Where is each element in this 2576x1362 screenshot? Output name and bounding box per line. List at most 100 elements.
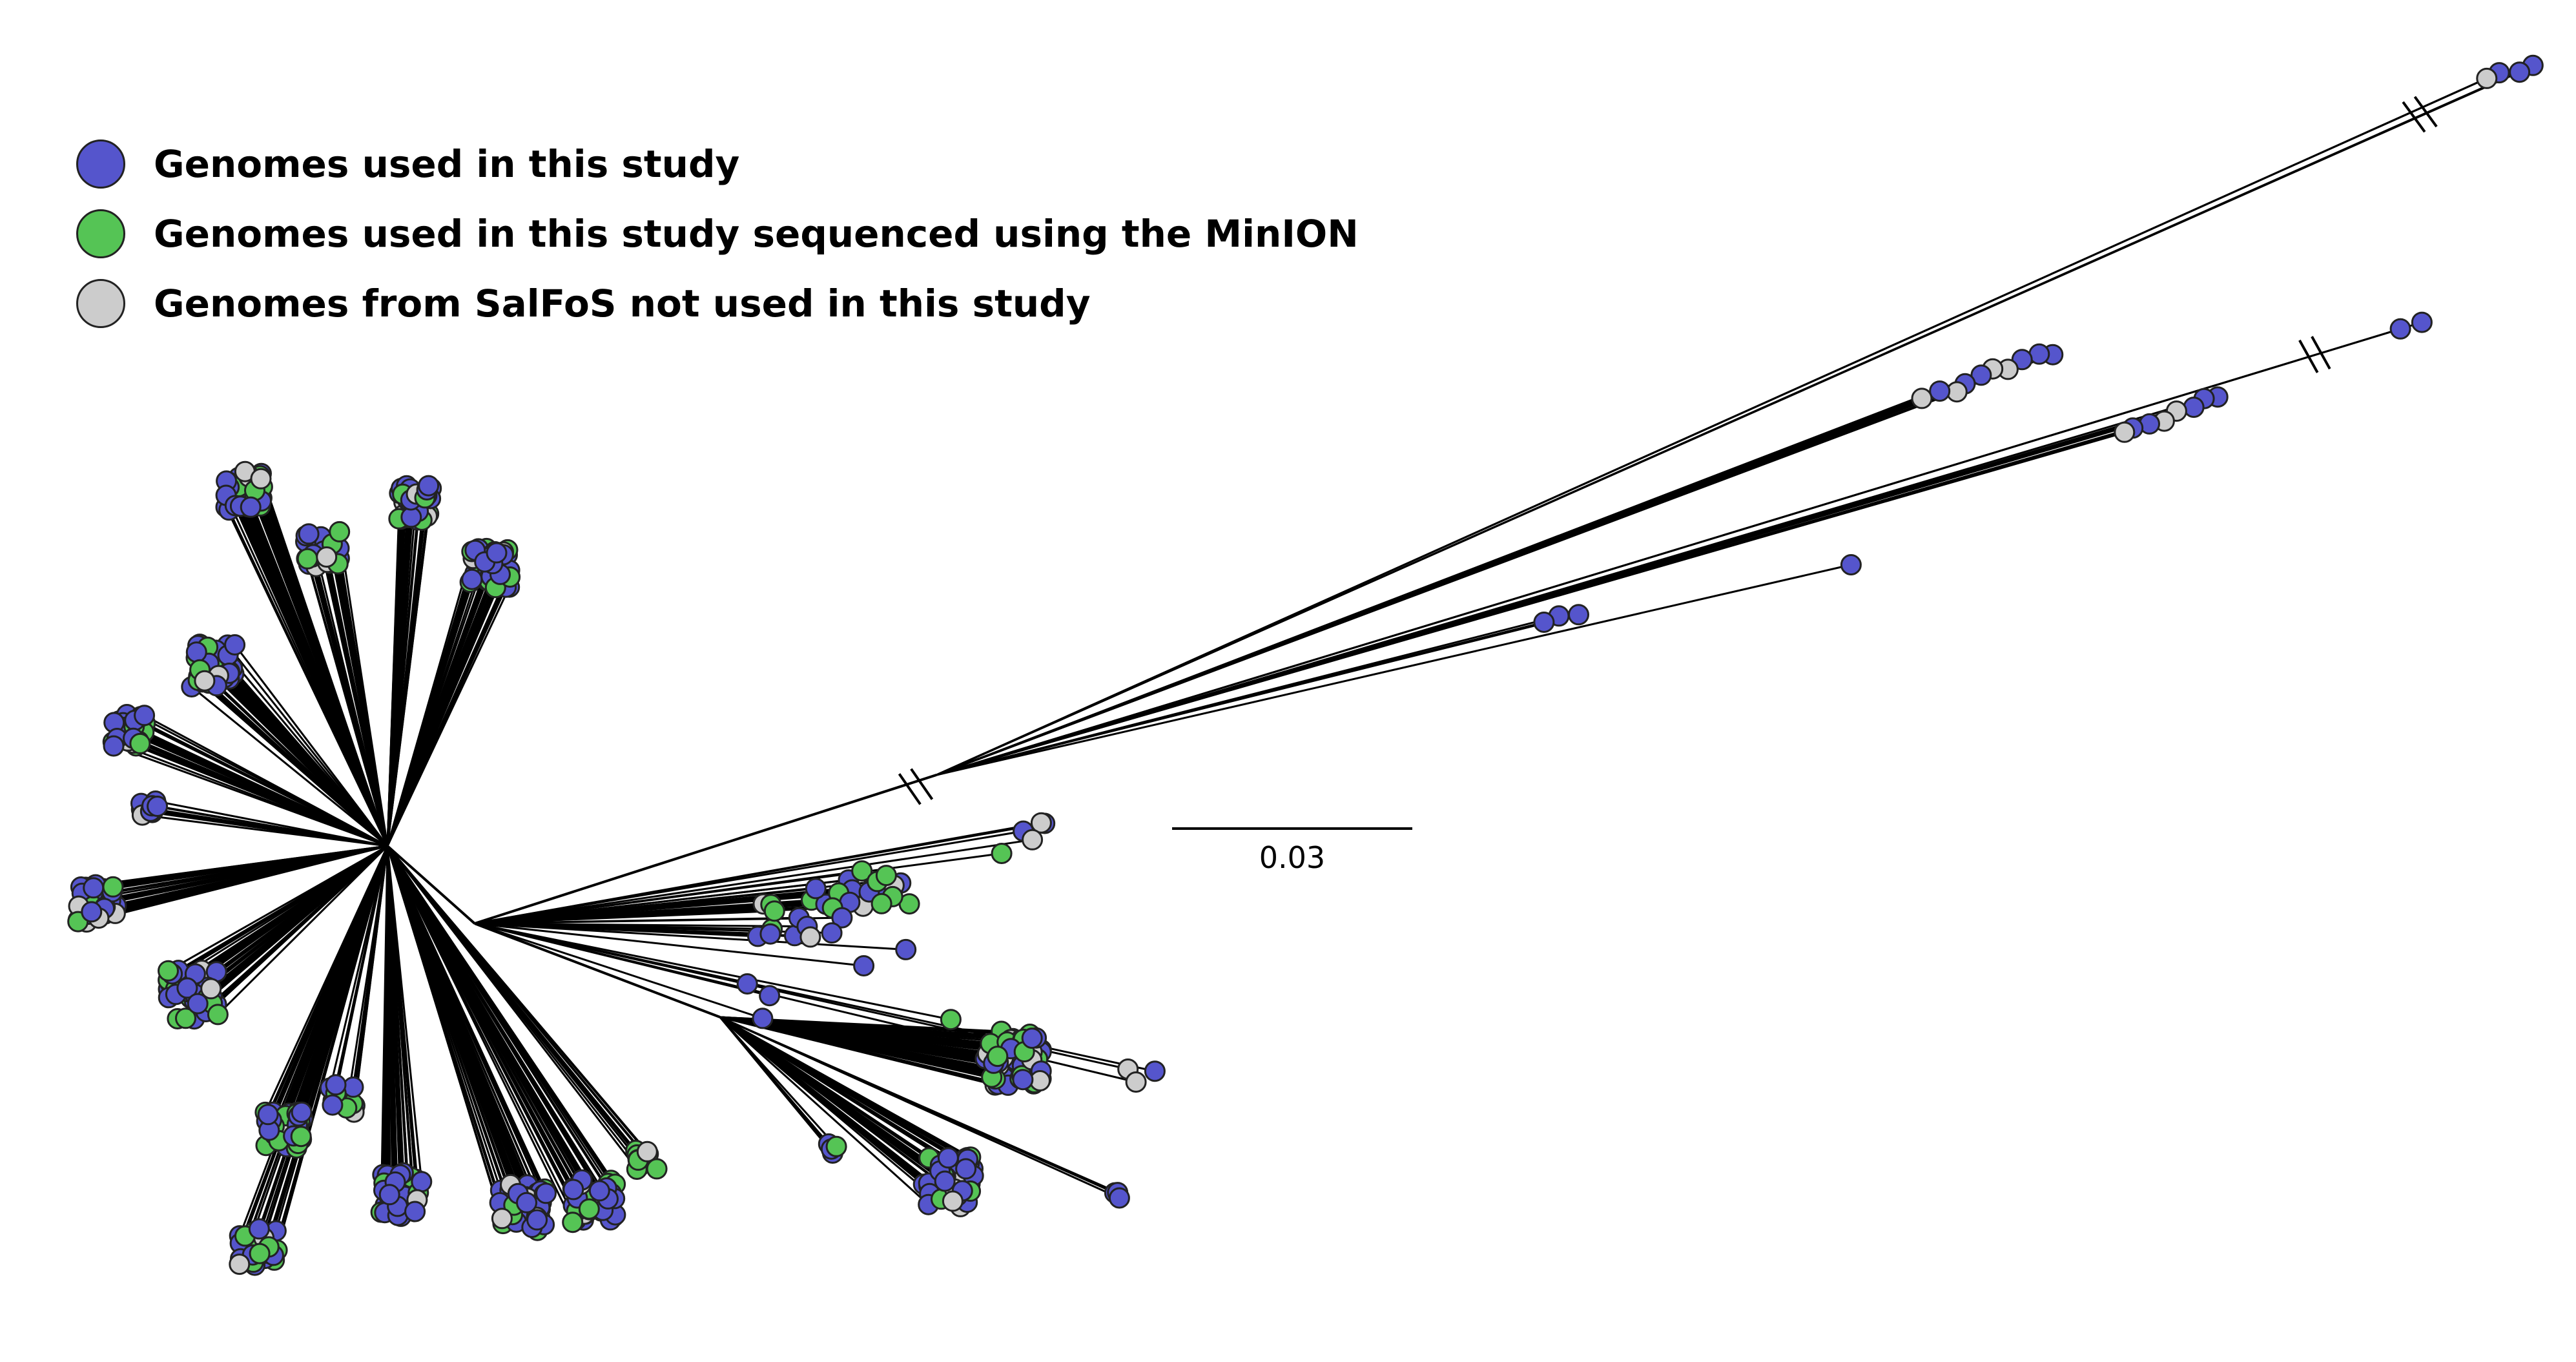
tree-branch	[386, 845, 541, 1208]
tree-branch	[386, 519, 400, 847]
tree-tip	[1022, 829, 1044, 851]
tree-branch	[474, 910, 775, 925]
tree-tip	[526, 1209, 548, 1231]
tree-branch	[474, 852, 1002, 925]
tree-branch	[211, 845, 389, 1004]
tree-tip	[316, 546, 338, 568]
tree-branch	[386, 845, 399, 1206]
tree-tip	[821, 922, 843, 944]
scale-bar-line	[1172, 827, 1412, 830]
tree-branch	[218, 675, 389, 847]
tree-tip	[763, 900, 785, 922]
tree-tip	[207, 1004, 229, 1026]
tree-branch	[474, 922, 864, 967]
tree-branch	[386, 845, 417, 1212]
tree-tip	[825, 1135, 847, 1157]
tree-branch	[197, 845, 388, 1005]
tree-branch	[217, 845, 389, 1015]
tree-branch	[474, 922, 763, 1020]
tree-tip	[588, 1180, 610, 1202]
tree-tip	[1108, 1187, 1130, 1209]
tree-tip	[1568, 604, 1589, 626]
tree-tip	[1533, 612, 1555, 633]
tree-tips	[67, 54, 2544, 1276]
tree-tip	[378, 1184, 400, 1206]
branch-break-mark	[2311, 336, 2331, 370]
tree-branch	[386, 845, 601, 1192]
tree-tip	[176, 977, 198, 999]
tree-tip	[799, 926, 821, 948]
tree-tip	[1911, 387, 1933, 409]
tree-tip	[1144, 1060, 1166, 1082]
tree-branch	[386, 576, 511, 847]
tree-tip	[249, 1243, 271, 1264]
circle-icon-blue	[76, 139, 125, 189]
circle-icon-gray	[76, 279, 125, 328]
tree-tip	[418, 475, 440, 497]
tree-tip	[646, 1158, 668, 1180]
tree-branch	[936, 391, 1957, 776]
tree-branch	[386, 845, 638, 1170]
branch-break-mark	[2402, 101, 2426, 133]
tree-branch	[936, 621, 1545, 776]
tree-tip	[2183, 397, 2205, 418]
tree-tip	[578, 1198, 600, 1220]
branch-break-mark	[910, 768, 934, 800]
tree-branch	[325, 557, 389, 847]
tree-branch	[936, 327, 2401, 776]
tree-tip	[257, 1104, 279, 1126]
tree-branch	[228, 672, 389, 847]
tree-tip	[185, 641, 207, 663]
tree-tip	[411, 1171, 433, 1193]
tree-branch	[234, 644, 389, 847]
branch-break-marks	[898, 96, 2438, 805]
tree-branch	[167, 845, 388, 972]
tree-branch	[386, 573, 501, 847]
tree-branch	[258, 845, 389, 1254]
tree-tip	[736, 973, 758, 995]
tree-tip	[562, 1212, 584, 1233]
tree-branch	[260, 478, 389, 847]
tree-tip	[1021, 1027, 1043, 1049]
legend-item-salfos: Genomes from SalFoS not used in this stu…	[76, 269, 1359, 338]
tree-tip	[298, 523, 320, 545]
tree-tip	[103, 735, 125, 757]
tree-branch	[386, 845, 604, 1211]
tree-branch	[386, 579, 473, 847]
circle-icon-green	[76, 209, 125, 258]
tree-tip	[291, 1101, 313, 1123]
tree-branch	[203, 680, 389, 847]
tree-branch	[249, 506, 389, 847]
tree-branch	[227, 654, 389, 847]
tree-branch	[474, 830, 1024, 925]
tree-branch	[474, 774, 937, 925]
tree-branch	[719, 1016, 946, 1182]
tree-branch	[719, 1016, 929, 1206]
legend-label: Genomes from SalFoS not used in this stu…	[154, 282, 1091, 325]
tree-tip	[147, 796, 169, 817]
tree-tip	[229, 1254, 251, 1275]
tree-branch	[386, 845, 476, 925]
tree-branch	[936, 564, 1851, 776]
tree-tip	[486, 542, 508, 564]
tree-branch	[386, 485, 430, 847]
legend-label: Genomes used in this study sequenced usi…	[154, 212, 1359, 256]
tree-branch	[78, 845, 388, 907]
tree-tip	[2114, 421, 2136, 443]
tree-branch	[719, 1016, 949, 1159]
tree-branch	[386, 845, 547, 1194]
tree-tip	[250, 468, 272, 490]
tree-tip	[2509, 61, 2531, 83]
tree-tip	[987, 1046, 1009, 1068]
tree-branch	[139, 743, 388, 847]
branch-break-mark	[2298, 339, 2319, 373]
tree-branch	[474, 916, 799, 925]
legend-item-minion: Genomes used in this study sequenced usi…	[76, 199, 1359, 269]
tree-branch	[267, 845, 389, 1248]
tree-branch	[91, 845, 388, 913]
tree-branch	[719, 1016, 954, 1202]
tree-branch	[331, 845, 389, 1106]
tree-branch	[243, 471, 389, 847]
tree-branch	[307, 533, 389, 847]
